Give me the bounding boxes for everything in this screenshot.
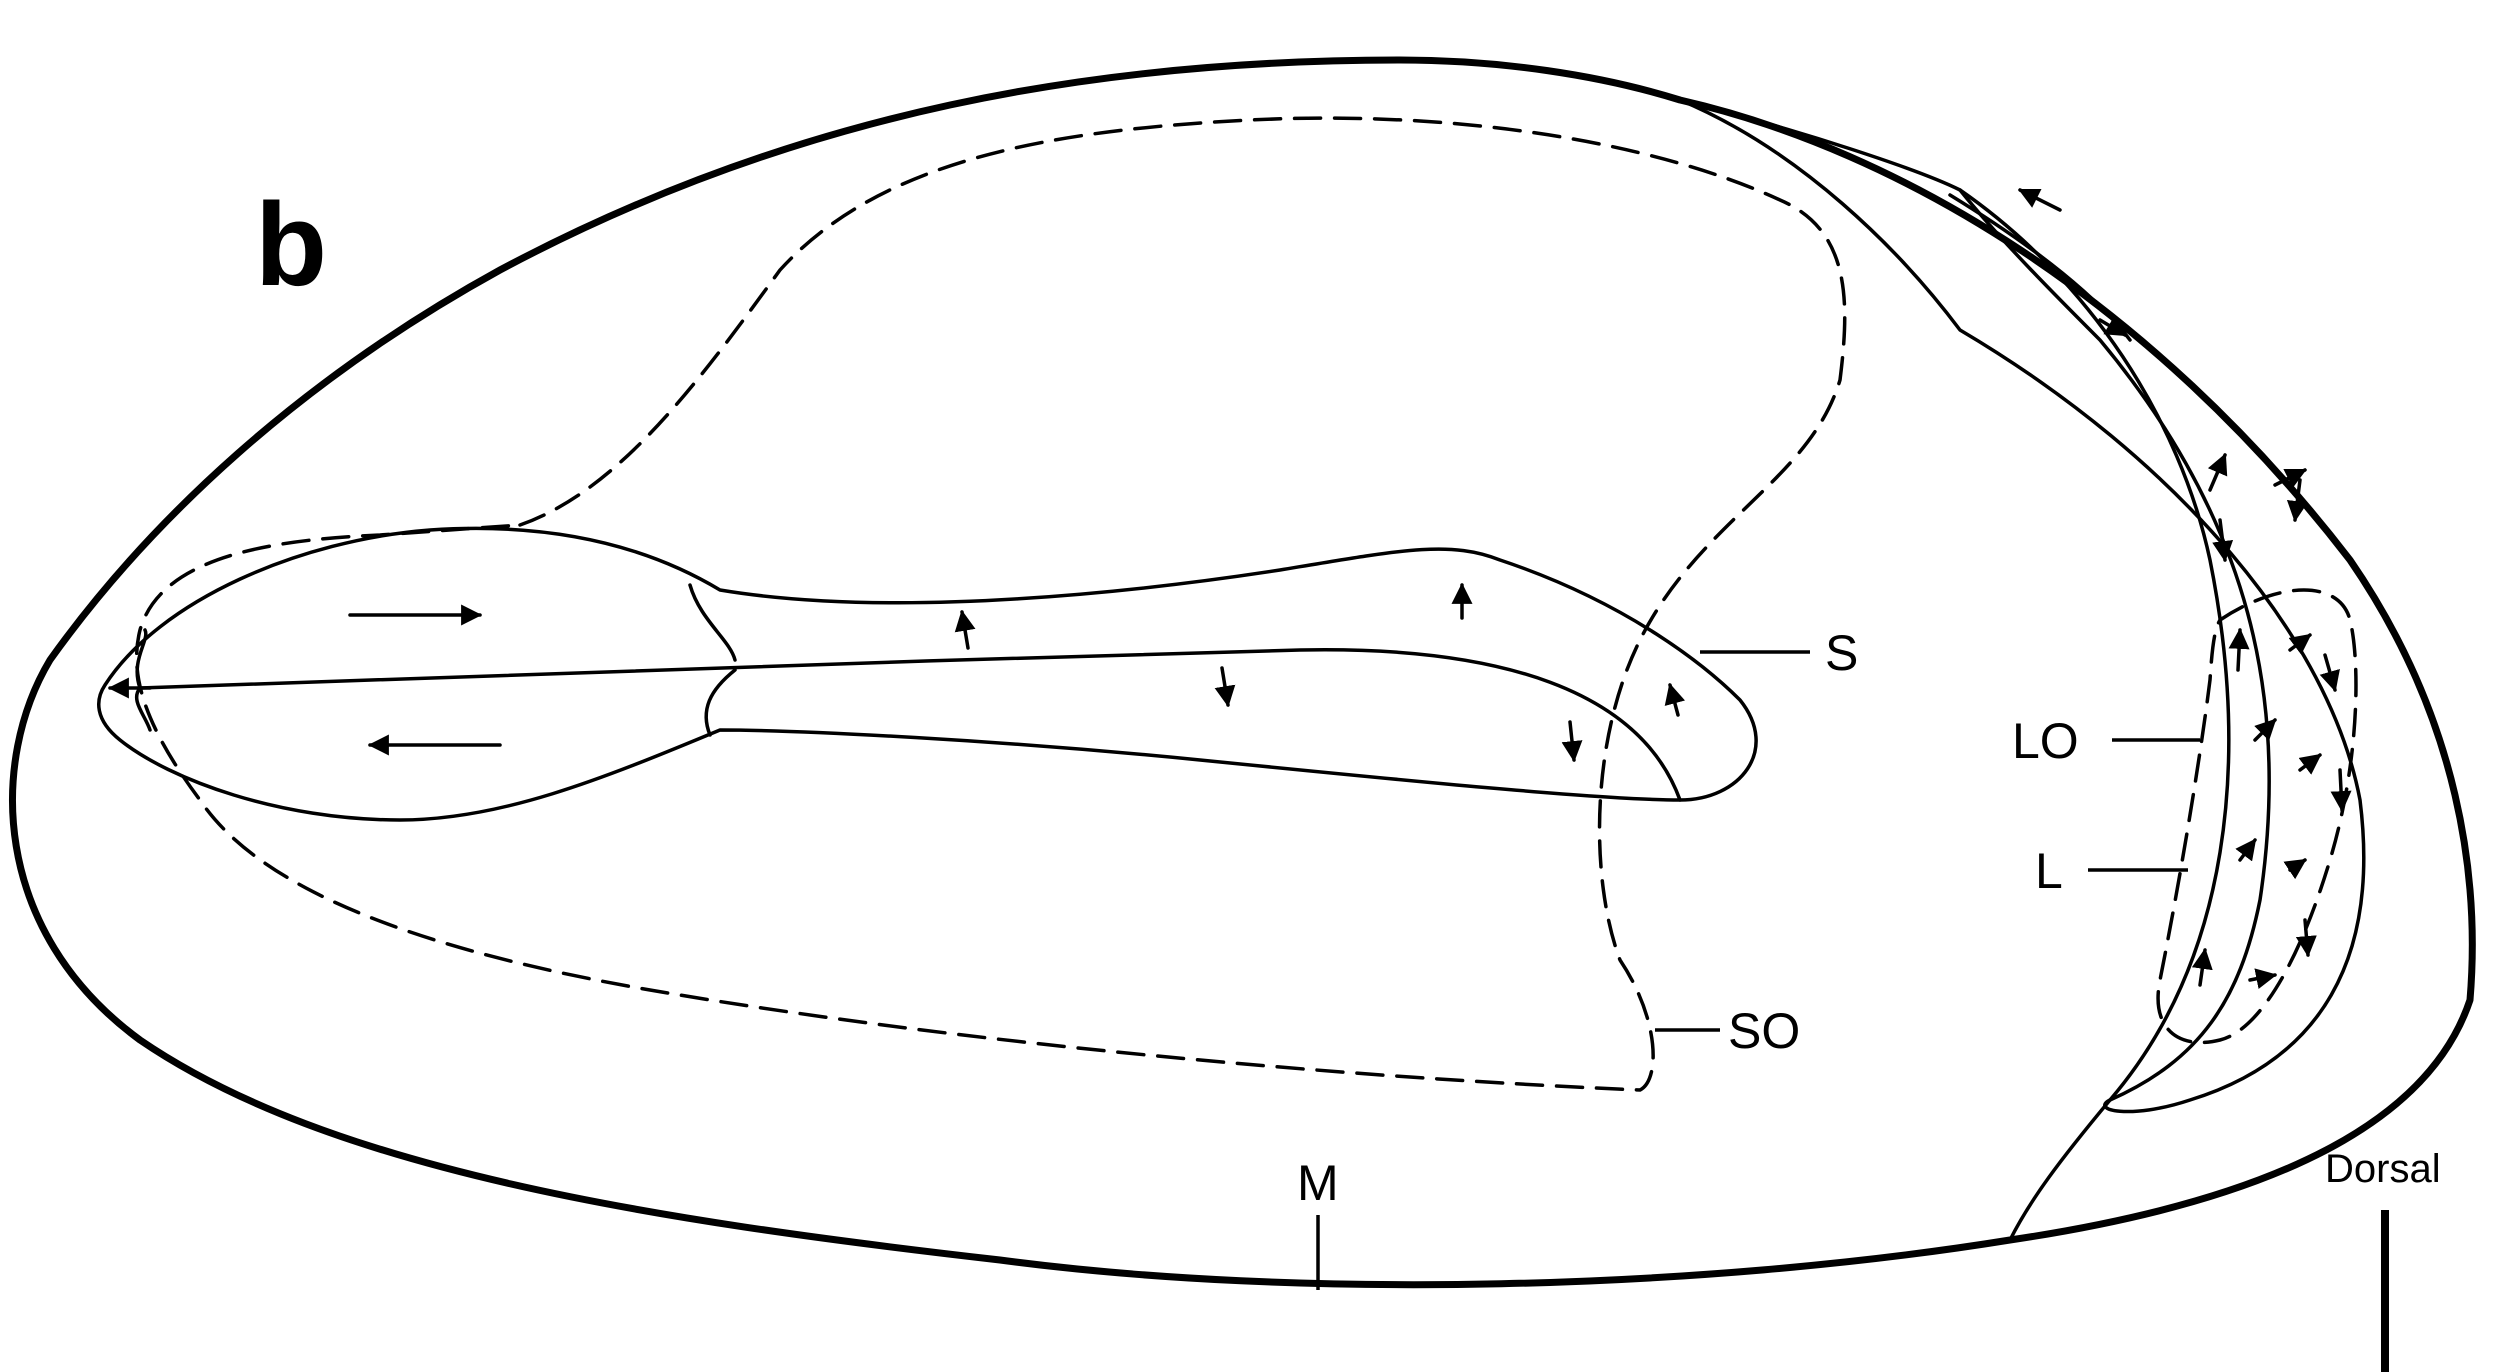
flow-arrow bbox=[954, 609, 976, 650]
label-dorsal: Dorsal bbox=[2325, 1147, 2441, 1191]
so-dashed-region bbox=[134, 116, 1847, 1092]
embryo-outline bbox=[9, 56, 2476, 1289]
label-m: M bbox=[1297, 1155, 1339, 1211]
furrow-arrow bbox=[2207, 453, 2228, 492]
label-s: S bbox=[1825, 625, 1858, 681]
furrow-arrow bbox=[2098, 316, 2127, 337]
furrow-arrow bbox=[2235, 838, 2257, 862]
furrow-line-inner bbox=[1678, 98, 2231, 1242]
s-neck-curve-lower bbox=[704, 668, 737, 737]
s-midline bbox=[138, 648, 1682, 802]
flow-arrow bbox=[1664, 682, 1686, 717]
furrow-arrow bbox=[2273, 468, 2307, 488]
furrow-arrow bbox=[2288, 633, 2312, 655]
furrow-arrow bbox=[2228, 627, 2250, 672]
furrow-arrow bbox=[2253, 718, 2277, 742]
furrow-arrow bbox=[2283, 858, 2307, 880]
furrow-arrow bbox=[2191, 947, 2213, 987]
s-tip-curve bbox=[134, 628, 152, 732]
label-l: L bbox=[2035, 843, 2063, 899]
furrow-arrow bbox=[2212, 518, 2234, 563]
furrow-line-outer bbox=[1678, 98, 2366, 1114]
label-lo: LO bbox=[2012, 713, 2079, 769]
lo-dashed-region bbox=[2156, 588, 2358, 1045]
furrow-arrow bbox=[2018, 188, 2062, 212]
furrow-arrow bbox=[2319, 653, 2340, 693]
label-so: SO bbox=[1728, 1003, 1800, 1059]
s-neck-curve-upper bbox=[688, 583, 737, 662]
s-structure-outline bbox=[97, 526, 1758, 822]
furrow-arrow bbox=[2330, 768, 2352, 813]
flow-arrow bbox=[1561, 720, 1583, 763]
furrow-arrow bbox=[2286, 478, 2308, 523]
panel-label: b bbox=[255, 179, 327, 311]
furrow-arrow bbox=[2298, 753, 2322, 775]
furrow-line-a bbox=[1948, 193, 2132, 342]
furrow-line-mid bbox=[1958, 188, 2272, 1102]
furrow-arrow bbox=[2248, 968, 2278, 990]
furrow-arrow bbox=[2295, 918, 2317, 958]
flow-arrow bbox=[1214, 666, 1236, 708]
